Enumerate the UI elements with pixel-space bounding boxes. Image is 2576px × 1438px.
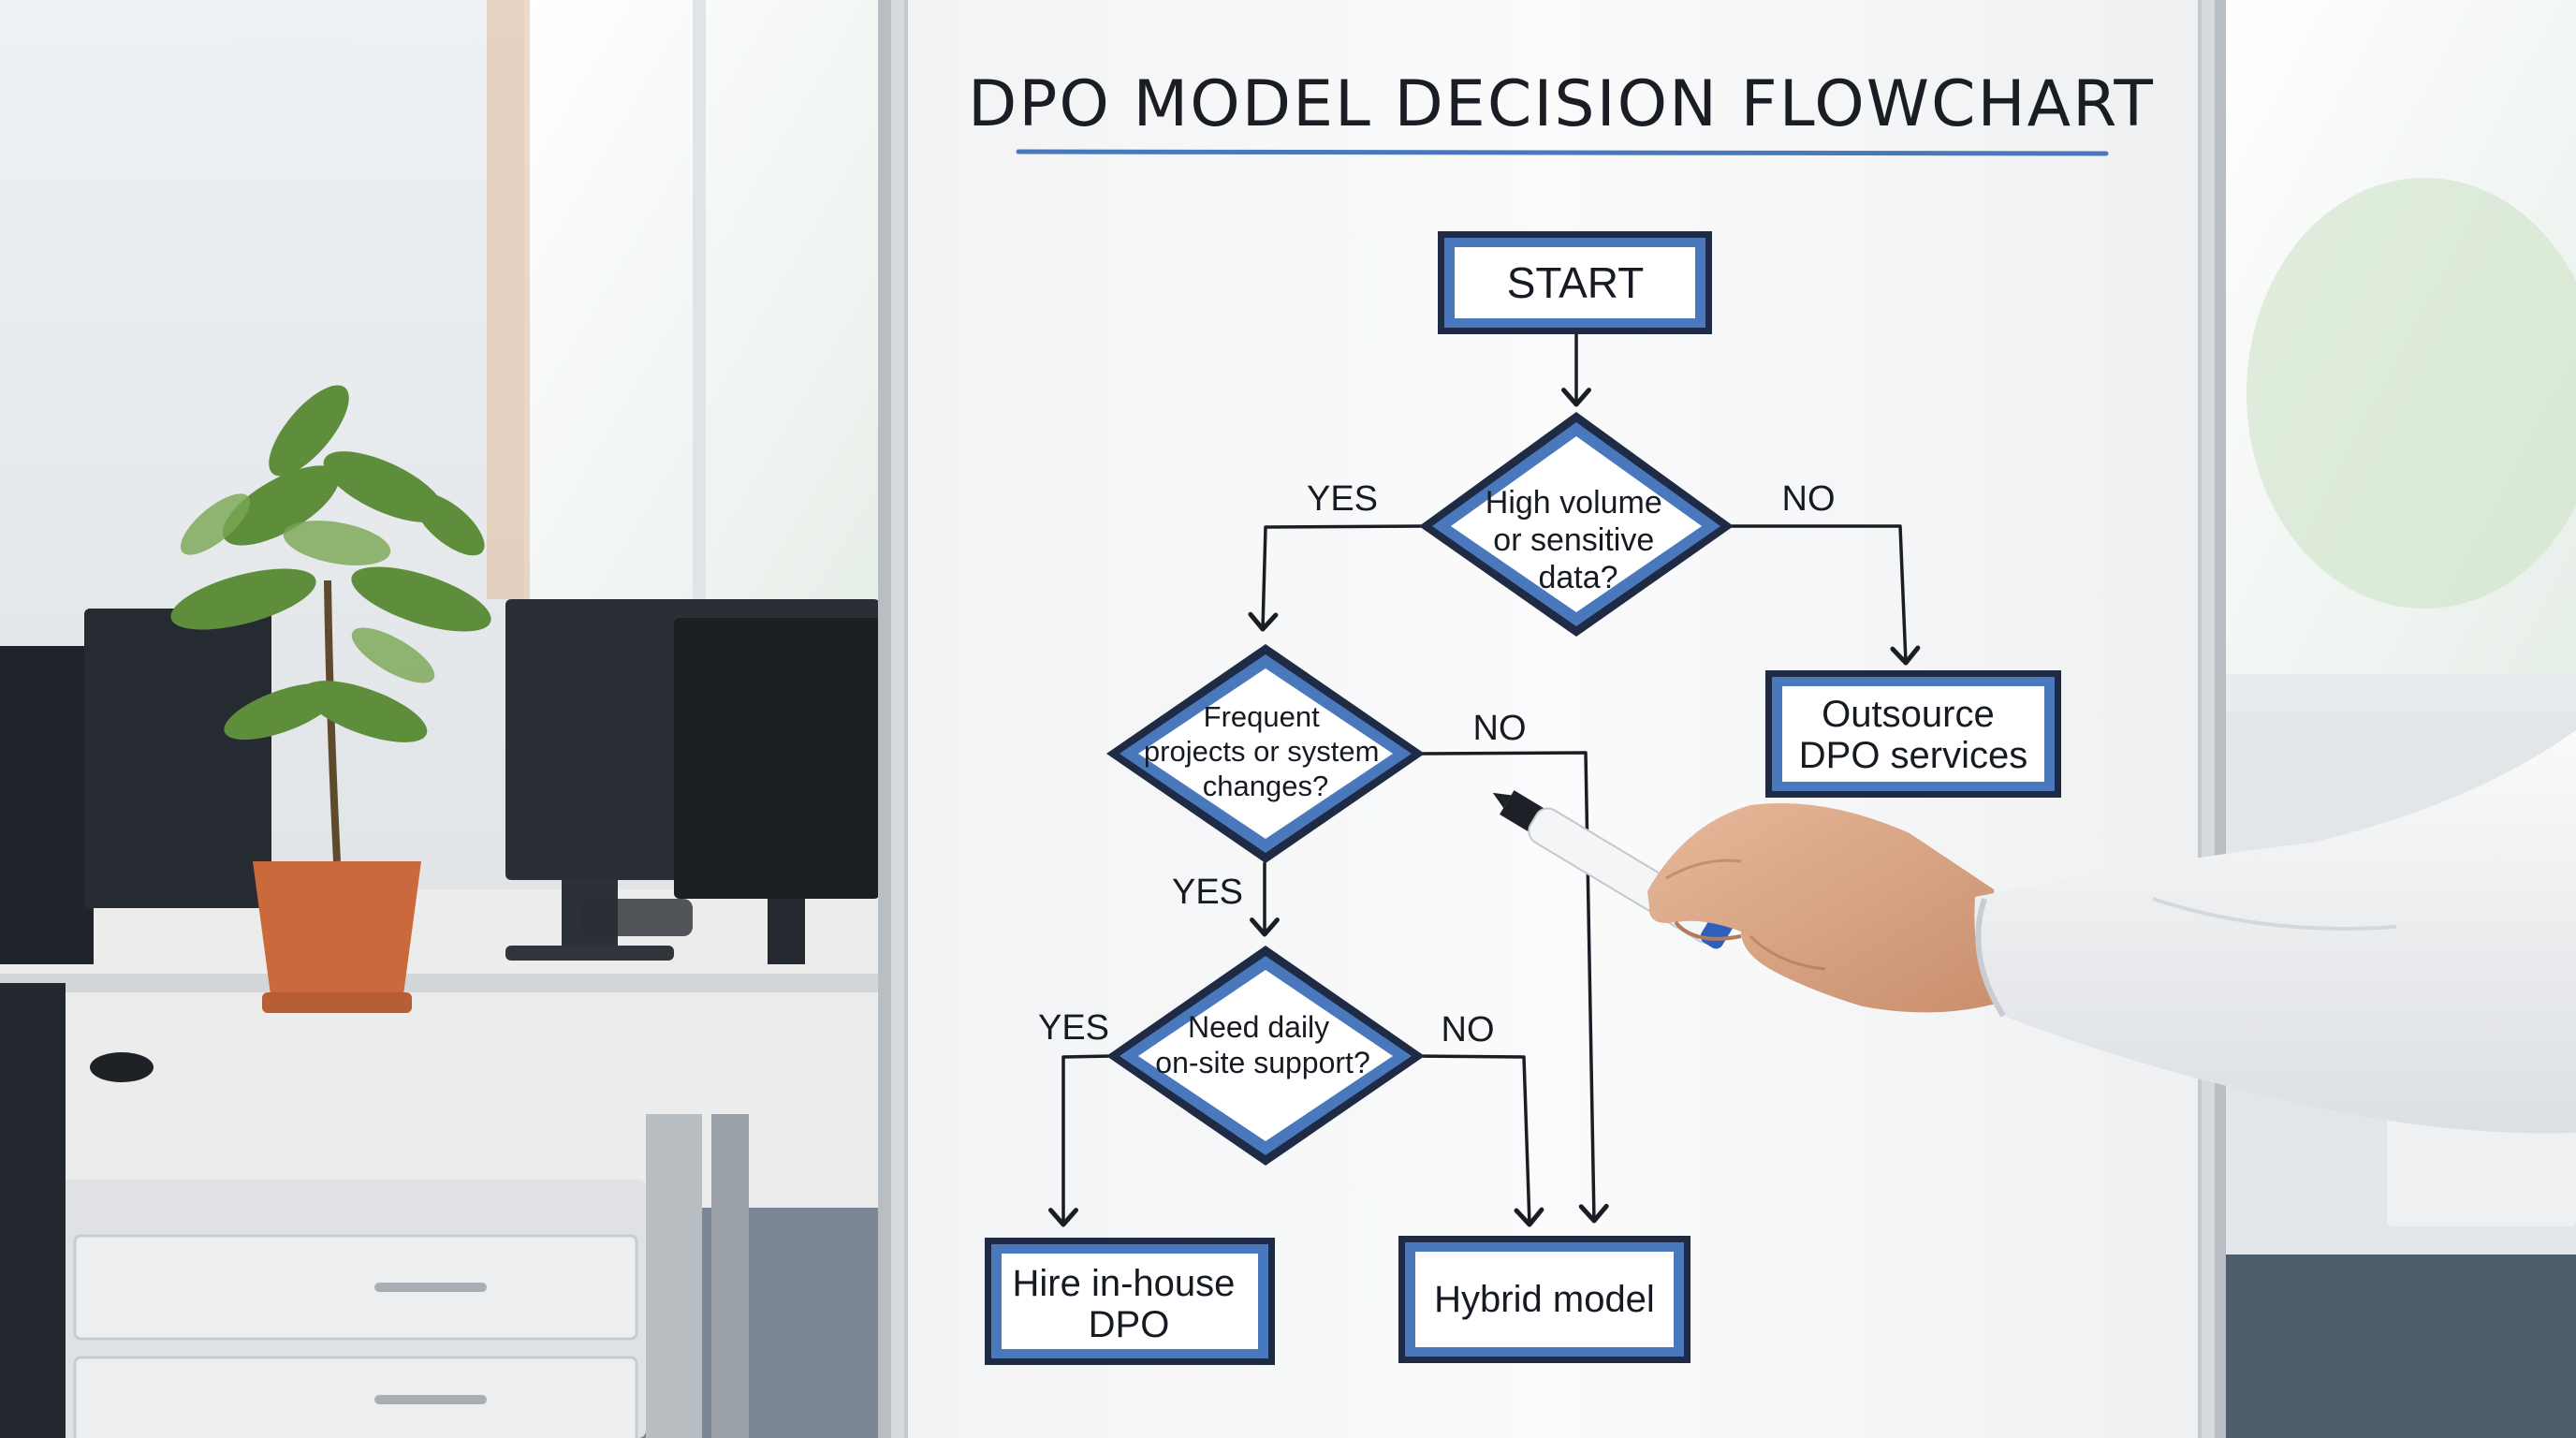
q3-line-2: on-site support? — [1155, 1046, 1369, 1079]
hybrid-text: Hybrid model — [1434, 1279, 1655, 1320]
outsource-text: Outsource DPO services — [1799, 694, 2028, 776]
sleeve — [1974, 730, 2576, 1134]
q2-line-3: changes? — [1203, 770, 1328, 802]
hand — [1647, 803, 2003, 1013]
q1-line-3: data? — [1538, 560, 1617, 595]
q1-line-1: High volume — [1486, 485, 1662, 521]
q1-text: High volume or sensitive data? — [1486, 485, 1671, 595]
q2-text: Frequent projects or system changes? — [1144, 700, 1387, 802]
q2-yes-label: YES — [1172, 873, 1243, 912]
inhouse-text: Hire in-house DPO — [1012, 1263, 1245, 1345]
outsource-line-2: DPO services — [1799, 735, 2028, 776]
q2-line-2: projects or system — [1144, 735, 1380, 768]
q3-line-1: Need daily — [1188, 1010, 1329, 1044]
q3-no-label: NO — [1442, 1010, 1495, 1049]
q3-text: Need daily on-site support? — [1155, 1010, 1369, 1079]
q3-yes-label: YES — [1038, 1008, 1109, 1048]
desk — [0, 889, 889, 1438]
edge-labels: YES NO NO YES YES NO — [1038, 479, 1836, 1049]
flowchart-connectors — [1048, 333, 1921, 1227]
start-label: START — [1507, 258, 1645, 307]
title-underline — [1016, 149, 2109, 156]
node-outsource-outcome: Outsource DPO services — [1765, 670, 2061, 798]
inhouse-line-1: Hire in-house — [1012, 1263, 1235, 1304]
q2-line-1: Frequent — [1204, 700, 1320, 733]
connector-q1-no — [1729, 524, 1921, 666]
node-q2-decision: Frequent projects or system changes? — [1106, 644, 1425, 863]
inhouse-line-2: DPO — [1089, 1304, 1170, 1345]
outsource-line-1: Outsource — [1822, 694, 1995, 735]
node-start: START — [1438, 231, 1712, 334]
connector-q3-yes — [1048, 1054, 1114, 1227]
connector-q1-yes — [1248, 524, 1425, 632]
q1-no-label: NO — [1782, 479, 1836, 519]
node-q3-decision: Need daily on-site support? — [1106, 946, 1425, 1166]
connector-q2-no — [1418, 751, 1609, 1224]
computer-monitors — [0, 599, 880, 1438]
node-hybrid-outcome: Hybrid model — [1398, 1236, 1690, 1363]
drawer-cabinet — [56, 1180, 646, 1438]
q2-no-label: NO — [1473, 709, 1527, 748]
flowchart-title: DPO MODEL DECISION FLOWCHART — [968, 67, 2155, 141]
q1-yes-label: YES — [1307, 479, 1378, 519]
potted-plant — [170, 385, 491, 1013]
connector-q3-no — [1418, 1054, 1544, 1227]
q1-line-2: or sensitive — [1493, 522, 1654, 558]
node-q1-decision: High volume or sensitive data? — [1419, 412, 1734, 637]
node-inhouse-outcome: Hire in-house DPO — [985, 1238, 1275, 1365]
